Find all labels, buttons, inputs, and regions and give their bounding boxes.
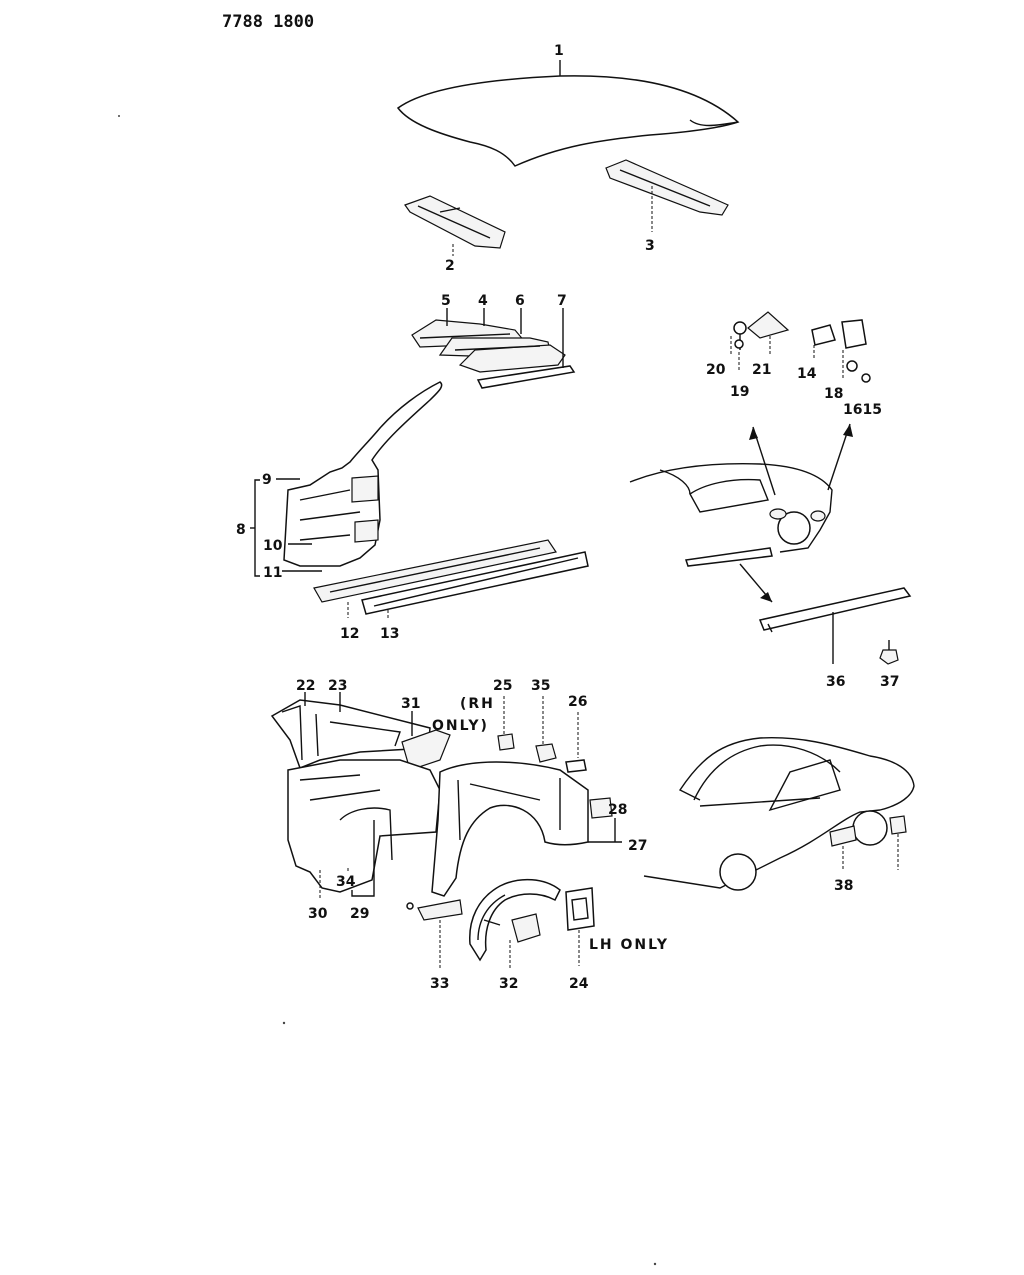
front-roof-rail [404, 195, 506, 249]
callout-9: 9 [262, 472, 272, 488]
clip-25 [565, 759, 587, 773]
callout-31: 32 [499, 976, 518, 992]
callout-11: 11 [263, 565, 282, 581]
callout-36: 37 [880, 674, 899, 690]
roof-panel [396, 75, 740, 167]
sill-strip-set [411, 319, 576, 389]
callout-10: 10 [263, 538, 283, 554]
side-sill-panels [313, 539, 589, 615]
callout-25: 26 [568, 694, 587, 710]
inner-wheel-house [469, 878, 561, 962]
callout-2: 2 [445, 258, 455, 274]
note-lh-only: LH ONLY [589, 937, 669, 953]
callout-28: 29 [350, 906, 369, 922]
car-side-view-sketch [643, 736, 915, 891]
rear-roof-rail [605, 159, 729, 216]
callout-8: 8 [236, 522, 246, 538]
diagram-code: 7788 1800 [222, 12, 314, 32]
callout-19: 20 [706, 362, 726, 378]
note-rh-only-2: ONLY) [432, 718, 489, 734]
callout-34: 35 [531, 678, 550, 694]
callout-3: 3 [645, 238, 655, 254]
callout-4: 4 [478, 293, 488, 309]
callout-6: 6 [515, 293, 525, 309]
callout-12: 12 [340, 626, 359, 642]
callout-30: 31 [401, 696, 420, 712]
callout-18: 19 [730, 384, 749, 400]
callout-21: 22 [296, 678, 315, 694]
small-fasteners [733, 311, 871, 383]
car-rear-view-sketch [629, 463, 833, 567]
center-pillar-assembly [283, 381, 443, 567]
callout-13: 13 [380, 626, 399, 642]
callout-5: 5 [441, 293, 451, 309]
callout-7: 7 [557, 293, 567, 309]
rear-side-molding [758, 587, 912, 633]
callout-33: 34 [336, 874, 356, 890]
callout-14: 14 [797, 366, 817, 382]
callout-24: 25 [493, 678, 512, 694]
callout-23: 24 [569, 976, 589, 992]
callout-37: 38 [834, 878, 853, 894]
callout-17: 18 [824, 386, 843, 402]
fuel-door-23 [565, 887, 595, 931]
callout-35: 36 [826, 674, 845, 690]
bracket-24 [497, 733, 515, 751]
clip-36 [879, 640, 899, 665]
grommet-34 [535, 743, 557, 763]
callout-1615: 1615 [843, 402, 882, 418]
bracket-32 [406, 899, 463, 921]
note-rh-only-1: (RH [460, 696, 495, 712]
quarter-panel-assembly [270, 699, 613, 897]
callout-1: 1 [554, 43, 564, 59]
callout-20: 21 [752, 362, 771, 378]
callout-27: 28 [608, 802, 627, 818]
callout-22: 23 [328, 678, 347, 694]
callout-29: 30 [308, 906, 328, 922]
callout-32: 33 [430, 976, 449, 992]
callout-26: 27 [628, 838, 647, 854]
